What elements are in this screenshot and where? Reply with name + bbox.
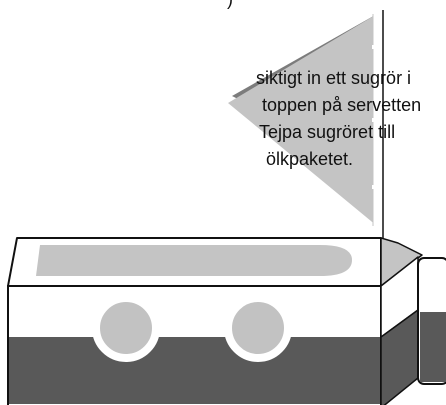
carton-window-left (96, 298, 156, 358)
carton-top-panel (36, 245, 352, 276)
tape-mark (372, 45, 384, 49)
tape-mark (372, 185, 384, 189)
carton-window-right (228, 298, 288, 358)
napkin-front-layer (228, 14, 377, 226)
instruction-line: siktigt in ett sugrör i (256, 67, 411, 89)
instruction-line: Tejpa sugröret till (259, 121, 395, 143)
instruction-line: toppen på servetten (262, 94, 421, 116)
carton-front-bottom (8, 337, 381, 404)
instruction-text-fragment: ) (227, 0, 233, 10)
carton-cap-dark (420, 312, 446, 382)
instruction-line: ölkpaketet. (266, 148, 353, 170)
